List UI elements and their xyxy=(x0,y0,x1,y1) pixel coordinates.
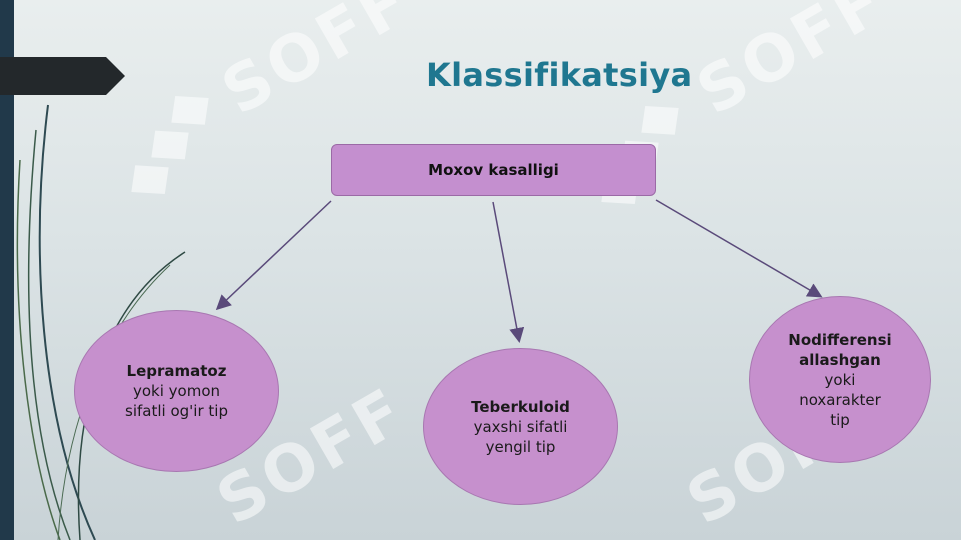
node-lepramatoz: Lepramatoz yoki yomon sifatli og'ir tip xyxy=(74,310,279,472)
node-title: Lepramatoz xyxy=(126,362,227,380)
node-line: yoki yomon xyxy=(132,382,221,400)
node-title: allashgan xyxy=(799,350,881,369)
root-node-moxov-kasalligi: Moxov kasalligi xyxy=(331,144,656,196)
watermark-logo-icon xyxy=(131,96,209,194)
node-line: sifatli og'ir tip xyxy=(125,402,228,420)
root-node-label: Moxov kasalligi xyxy=(428,161,559,179)
node-line: noxarakter xyxy=(799,390,881,409)
left-tab-shape xyxy=(0,57,125,95)
node-line: tip xyxy=(830,410,850,429)
node-title: Nodifferensi xyxy=(788,330,892,349)
node-line: yoki xyxy=(824,370,856,389)
node-line: yengil tip xyxy=(485,437,556,456)
node-title: Teberkuloid xyxy=(471,397,570,416)
node-nodifferensiallashgan: Nodifferensi allashgan yoki noxarakter t… xyxy=(749,296,931,463)
node-line: yaxshi sifatli xyxy=(473,417,568,436)
slide-title: Klassifikatsiya xyxy=(426,56,693,94)
node-teberkuloid: Teberkuloid yaxshi sifatli yengil tip xyxy=(423,348,618,505)
left-accent-bar xyxy=(0,0,14,540)
